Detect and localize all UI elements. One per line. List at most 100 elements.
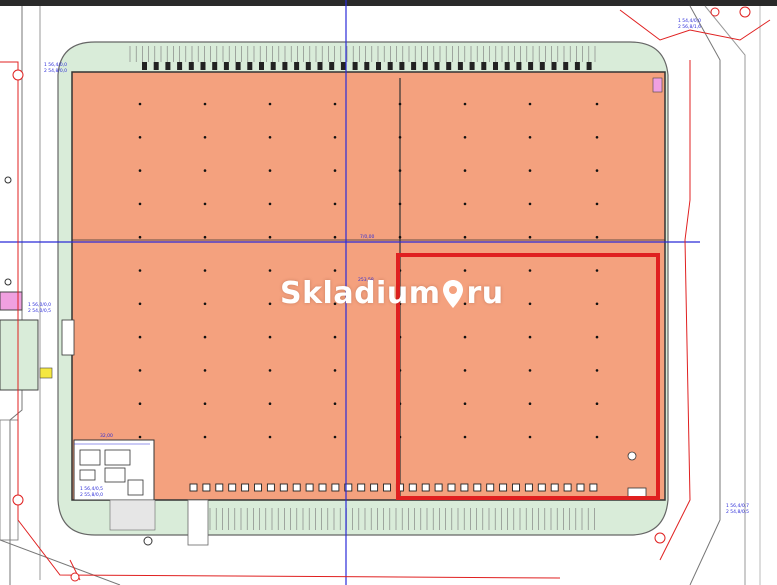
dock-doors-top: [142, 62, 592, 70]
column-dot: [268, 102, 272, 106]
dock-door: [421, 483, 430, 492]
column-dot: [268, 202, 272, 206]
dock-door: [352, 62, 358, 70]
column-dot: [333, 169, 337, 172]
column-dot: [203, 102, 207, 106]
column-dot: [333, 335, 337, 339]
watermark-text-left: Skladium: [280, 276, 441, 311]
column-dot: [398, 169, 402, 172]
column-dot: [333, 402, 337, 406]
column-dot: [528, 102, 532, 106]
column-dot: [138, 269, 142, 272]
dock-door: [574, 62, 580, 70]
column-dot: [528, 202, 532, 206]
survey-point-6: [70, 572, 80, 582]
dock-door: [177, 62, 183, 70]
dock-door: [200, 62, 206, 70]
survey-point-4: [710, 7, 720, 17]
column-dot: [203, 235, 207, 239]
dock-door: [188, 62, 194, 70]
column-dot: [333, 235, 337, 239]
dock-door: [294, 62, 300, 70]
dock-door: [481, 62, 487, 70]
entry-pavement: [187, 499, 209, 546]
small-label-right-2: 2 54,8/0,5: [726, 509, 749, 515]
column-dot: [595, 136, 599, 139]
small-label-topright-2: 2 56,8/1,6: [678, 24, 701, 30]
column-dot: [463, 269, 467, 272]
marker-small-2: [4, 278, 12, 286]
column-dot: [528, 235, 532, 239]
dock-door: [408, 483, 417, 492]
column-dot: [333, 102, 337, 106]
column-dot: [268, 435, 272, 439]
dock-door: [235, 62, 241, 70]
column-dot: [268, 302, 272, 306]
dock-door: [142, 62, 147, 70]
column-dot: [595, 202, 599, 206]
column-dot: [528, 269, 532, 272]
parking-bottom: [209, 508, 595, 530]
column-dot: [138, 369, 142, 372]
column-dot: [595, 102, 599, 106]
dock-door: [153, 62, 159, 70]
column-dot: [463, 102, 467, 106]
dock-door: [399, 62, 405, 70]
column-dot: [333, 435, 337, 439]
dock-door: [457, 62, 463, 70]
office-block: [73, 439, 155, 501]
dock-door: [202, 483, 211, 492]
yard-block: [109, 499, 156, 531]
dock-door: [586, 62, 592, 70]
column-dot: [203, 435, 207, 439]
column-dot: [528, 369, 532, 372]
watermark: Skladium ru: [280, 276, 504, 311]
small-label-right-1: 1 56,4/0,7: [726, 503, 749, 509]
column-grid: [138, 102, 599, 439]
small-label-topright-1: 1 54,4/0,0: [678, 18, 701, 24]
dock-door: [576, 483, 585, 492]
dock-door: [305, 62, 311, 70]
dock-door: [563, 483, 572, 492]
watermark-text-right: ru: [466, 276, 504, 311]
road-edge-bottom-left: [0, 539, 121, 585]
dock-door: [473, 483, 482, 492]
dock-door: [524, 483, 533, 492]
column-dot: [203, 335, 207, 339]
column-dot: [268, 136, 272, 139]
survey-point-5: [654, 532, 666, 544]
road-edge-left: [9, 6, 23, 585]
warehouse-floor: [71, 71, 666, 501]
column-dot: [138, 169, 142, 172]
column-dot: [463, 202, 467, 206]
column-dot: [333, 302, 337, 306]
column-dot: [595, 302, 599, 306]
column-dot: [138, 235, 142, 239]
dock-doors-bottom: [189, 483, 598, 492]
column-dot: [595, 435, 599, 439]
dock-door: [422, 62, 428, 70]
parking-top: [129, 46, 596, 62]
dock-door: [376, 62, 381, 70]
column-dot: [333, 369, 337, 372]
dock-door: [165, 62, 171, 70]
dock-door: [215, 483, 224, 492]
column-dot: [268, 369, 272, 372]
column-dot: [595, 402, 599, 406]
column-dot: [138, 202, 142, 206]
dock-door: [460, 483, 469, 492]
column-dot: [333, 202, 337, 206]
small-label-bottom-1: 1 56,4/0,5: [80, 486, 103, 492]
marker-small-1: [4, 176, 12, 184]
small-label-bottom-2: 2 55,8/0,0: [80, 492, 103, 498]
dock-door: [434, 483, 443, 492]
marker-circle: [143, 536, 153, 546]
dock-door: [270, 62, 276, 70]
road-edge-right-outer: [704, 5, 746, 585]
column-dot: [398, 102, 402, 106]
dock-door: [247, 62, 253, 70]
dock-door: [292, 483, 301, 492]
dock-door: [493, 62, 498, 70]
